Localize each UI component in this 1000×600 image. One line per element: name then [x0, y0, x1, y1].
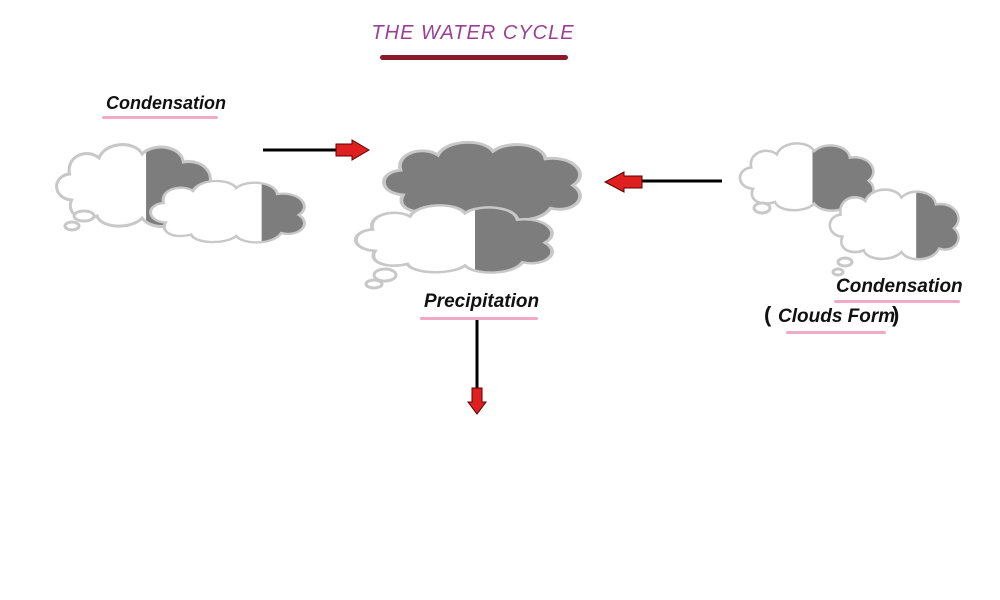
bracket-close: ) [892, 302, 900, 327]
right-cloud-tail-bubble [831, 267, 845, 277]
center-cloud-tail-bubble [364, 278, 384, 290]
label-clouds-form-underline [786, 331, 886, 334]
diagram-title: THE WATER CYCLE [371, 22, 575, 44]
left-cloud-tail-bubble [63, 220, 81, 232]
label-condensation-left-underline [102, 116, 218, 119]
label-clouds-form: Clouds Form [778, 306, 896, 327]
label-precipitation: Precipitation [424, 291, 540, 312]
label-condensation-left: Condensation [106, 93, 226, 113]
center-cloud-tail-bubble [372, 267, 398, 283]
title-underline [380, 55, 568, 60]
label-condensation-right-underline [834, 300, 960, 303]
center-cloud-group [354, 140, 583, 290]
left-cloud-group [55, 143, 306, 244]
arrow-right-to-center [603, 171, 722, 193]
arrow-left-to-center [263, 139, 370, 161]
right-cloud-tail-bubble [836, 256, 854, 268]
right-cloud-tail-bubble [752, 201, 772, 215]
right-cloud-front [828, 188, 960, 261]
left-cloud-front [149, 179, 306, 244]
arrow-down-precipitation [467, 320, 487, 415]
bracket-open: ( [764, 302, 772, 327]
label-precipitation-underline [420, 317, 538, 320]
right-cloud-group [738, 142, 960, 277]
left-cloud-tail-bubble [72, 209, 96, 223]
label-condensation-right: Condensation [836, 276, 963, 297]
